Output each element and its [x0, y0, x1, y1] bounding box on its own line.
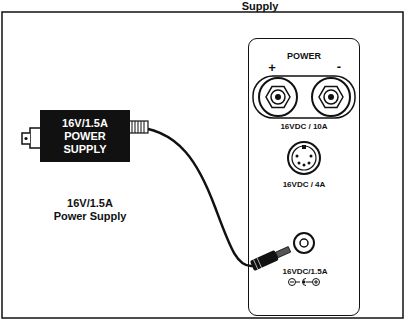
- power-cable: [130, 127, 277, 266]
- adapter-caption: 16V/1.5A Power Supply: [50, 197, 130, 223]
- strain-relief: [129, 121, 148, 133]
- rating-label: 16VDC / 4A: [269, 180, 339, 189]
- din-connector: [288, 142, 320, 174]
- title-fragment: Supply: [220, 0, 300, 12]
- polarity-sign: +: [265, 61, 279, 75]
- node-text: 16V/1.5A POWER SUPPLY: [46, 117, 124, 156]
- dc-jack-node: 16VDC/1.5A: [277, 231, 333, 277]
- wall-prong: [22, 128, 40, 148]
- polarity-sign: -: [332, 60, 346, 74]
- node-text: POWER: [249, 51, 359, 61]
- node-text: 16VDC/1.5A: [283, 267, 328, 276]
- dc-jack: [294, 233, 314, 253]
- frame: [2, 12, 403, 318]
- power-adapter: 16V/1.5A POWER SUPPLY: [40, 110, 130, 162]
- rear-panel: POWER 16VDC/1.5A: [248, 38, 360, 316]
- polarity-symbol: [289, 279, 320, 286]
- binding-posts: [253, 76, 355, 118]
- rating-label: 16VDC / 10A: [269, 122, 339, 131]
